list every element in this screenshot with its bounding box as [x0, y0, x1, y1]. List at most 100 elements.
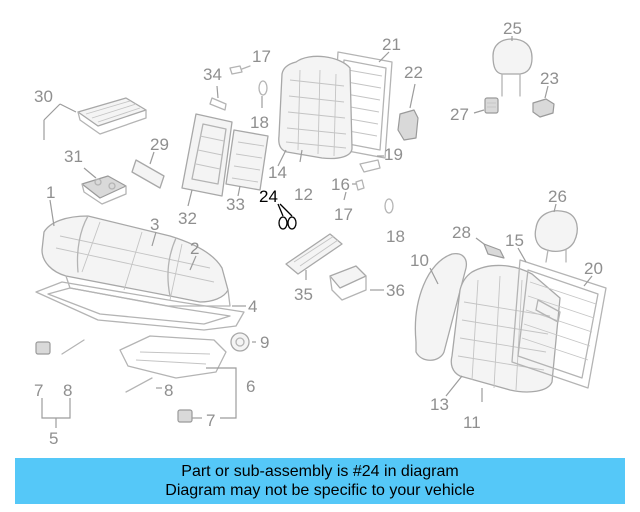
label-34: 34	[203, 65, 222, 84]
clip-18b-drawing	[384, 198, 394, 214]
wire-8b-drawing	[125, 377, 153, 393]
label-32: 32	[178, 209, 197, 228]
label-35: 35	[294, 285, 313, 304]
label-7a: 7	[34, 381, 43, 400]
back-cushion-11-drawing	[450, 264, 561, 393]
fastener-16-drawing	[355, 179, 365, 191]
cover-29-drawing	[131, 159, 165, 189]
seatback-cushion-12-drawing	[278, 55, 353, 160]
leader-10	[429, 267, 439, 285]
headrest-25-drawing	[492, 38, 533, 97]
leader-32	[187, 189, 193, 207]
clip-7b-drawing	[177, 409, 193, 423]
label-9: 9	[260, 333, 269, 352]
leader-27	[473, 109, 485, 114]
guide-27-drawing	[484, 97, 499, 114]
label-18b: 18	[386, 227, 405, 246]
label-27: 27	[450, 105, 469, 124]
leader-15	[517, 247, 527, 263]
leader-6	[206, 367, 237, 419]
leader-14	[277, 149, 287, 167]
label-4: 4	[248, 297, 257, 316]
leader-23	[544, 85, 549, 99]
leader-3	[151, 231, 157, 247]
label-26: 26	[548, 187, 567, 206]
label-11: 11	[463, 413, 481, 432]
leader-13	[445, 375, 463, 397]
panel-32-drawing	[181, 113, 233, 197]
clip-7a-drawing	[35, 341, 51, 355]
parts-diagram: 1 2 3 4 5 6 7 7 8 8 9 10 11 12 13 14 15 …	[34, 19, 607, 448]
leader-21	[378, 51, 390, 63]
info-banner: Part or sub-assembly is #24 in diagram D…	[15, 458, 625, 504]
label-18a: 18	[250, 113, 269, 132]
leader-5	[41, 398, 71, 428]
label-5: 5	[49, 429, 58, 448]
label-33: 33	[226, 195, 245, 214]
label-25: 25	[503, 19, 522, 38]
latch-right-drawing	[535, 299, 561, 323]
label-29: 29	[150, 135, 169, 154]
armrest-30-drawing	[77, 97, 147, 135]
label-6: 6	[246, 377, 255, 396]
leader-29	[149, 151, 155, 165]
screw-17a-drawing	[229, 65, 251, 75]
label-24: 24	[259, 187, 278, 206]
seat-pan-drawing	[119, 335, 227, 379]
panel-33-drawing	[225, 129, 269, 191]
bracket-35-drawing	[285, 233, 343, 275]
leader-33	[237, 185, 241, 197]
leader-20	[583, 275, 593, 287]
clip-18a-drawing	[258, 80, 268, 96]
label-28: 28	[452, 223, 471, 242]
bolster-10-drawing	[414, 252, 468, 361]
leader-12	[299, 149, 303, 163]
leader-1	[49, 199, 55, 227]
banner-line-1: Part or sub-assembly is #24 in diagram	[181, 463, 459, 480]
label-17a: 17	[252, 47, 271, 66]
wire-8a-drawing	[61, 339, 85, 355]
label-15: 15	[505, 231, 524, 250]
label-7b: 7	[206, 411, 215, 430]
label-19: 19	[384, 145, 403, 164]
seat-base-frame-drawing	[35, 281, 245, 331]
label-10: 10	[410, 251, 429, 270]
part-24-drawing	[278, 216, 297, 230]
label-20: 20	[584, 259, 603, 278]
mechanism-31-drawing	[81, 175, 127, 205]
leader-30	[43, 103, 77, 140]
label-12: 12	[294, 185, 313, 204]
leader-2	[189, 255, 197, 271]
button-23-drawing	[532, 98, 555, 118]
label-36: 36	[386, 281, 405, 300]
latch-22-drawing	[397, 109, 419, 141]
label-8a: 8	[63, 381, 72, 400]
headrest-26-drawing	[534, 210, 578, 263]
seat-cushion-1-drawing	[41, 215, 231, 307]
leader-34	[216, 85, 219, 99]
label-17b: 17	[334, 205, 353, 224]
label-22: 22	[404, 63, 423, 82]
grommet-9-drawing	[230, 332, 250, 352]
label-14: 14	[268, 163, 287, 182]
leader-31	[83, 167, 97, 179]
label-21: 21	[382, 35, 401, 54]
label-30: 30	[34, 87, 53, 106]
leader-24	[277, 203, 293, 217]
leader-17b	[343, 191, 347, 201]
leader-22	[409, 83, 416, 109]
block-36-drawing	[329, 265, 367, 301]
bracket-19-drawing	[359, 159, 381, 173]
clip-34-drawing	[209, 97, 227, 111]
frame-20-drawing	[511, 259, 607, 389]
leader-26	[553, 203, 557, 213]
label-23: 23	[540, 69, 559, 88]
label-31: 31	[64, 147, 83, 166]
label-16: 16	[331, 175, 350, 194]
leader-28	[475, 237, 485, 245]
banner-line-2: Diagram may not be specific to your vehi…	[165, 482, 475, 499]
label-8b: 8	[164, 381, 173, 400]
label-3: 3	[150, 215, 159, 234]
guide-28-drawing	[483, 243, 505, 259]
label-1: 1	[46, 183, 55, 202]
